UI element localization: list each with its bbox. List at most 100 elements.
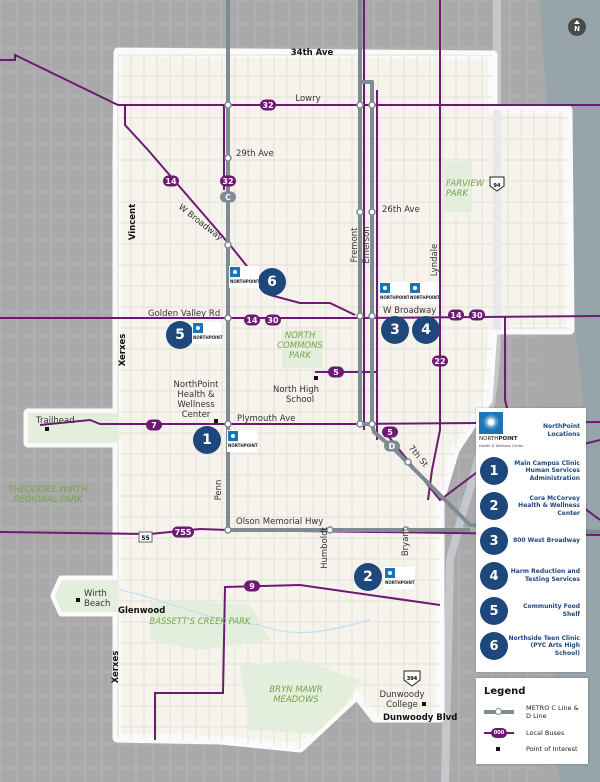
route-badge-label: 32 [222,177,233,186]
park-north-commons [282,330,322,368]
svg-text:THEODORE WIRTH: THEODORE WIRTH [8,485,88,495]
label-trailhead: Trailhead [35,416,75,426]
street-emerson: Emerson [362,226,372,263]
metro-line-icon [482,707,516,717]
route-32-line [0,53,600,106]
interstate-394-shield: 394 [403,670,421,687]
location-marker-3[interactable]: 3 [381,316,409,344]
northpoint-logo: NORTHPOINT [409,282,440,304]
legend: Legend METRO C Line & D Line 000 Local B… [476,678,588,764]
northpoint-logo-icon [479,412,503,434]
street-bryant: Bryant [401,527,411,556]
location-marker-5[interactable]: 5 [166,321,194,349]
route-7-line [39,418,600,426]
northpoint-logo: NORTHPOINT [229,266,260,288]
svg-text:PARK: PARK [446,189,469,199]
svg-text:College: College [386,700,418,710]
svg-text:MEADOWS: MEADOWS [273,695,319,705]
route-badge-label: 32 [262,101,273,110]
svg-text:Beach: Beach [84,599,110,609]
svg-text:Center: Center [182,410,211,420]
route-badge-r30c: 30 [469,309,485,321]
street-lyndale: Lyndale [430,244,440,277]
svg-text:FARVIEW: FARVIEW [446,179,485,189]
northpoint-logo: NORTHPOINT [192,322,223,344]
stations [224,101,412,534]
highway-55-shield: 55 [138,531,153,543]
legend-poi: Point of Interest [482,744,584,754]
svg-text:Health &: Health & [177,390,215,400]
route-badge-label: 14 [246,316,258,325]
svg-text:Dunwoody: Dunwoody [379,690,424,700]
legend-metro: METRO C Line & D Line [482,704,584,720]
street-xerxes-south: Xerxes [111,651,121,684]
route-badge-label: 14 [165,177,177,186]
northpoint-wordmark: NORTHPOINT [479,436,518,442]
points-of-interest [45,376,426,706]
route-badge-label: 5 [387,428,393,437]
locations-title: NorthPoint Locations [543,423,580,438]
street-humboldt: Humboldt [320,526,330,568]
street-golden-valley-rd: Golden Valley Rd [148,309,220,319]
svg-text:94: 94 [494,183,501,189]
route-badge-r5b: 5 [382,426,398,438]
location-marker-4[interactable]: 4 [412,316,440,344]
street-w-broadway: W Broadway [383,306,436,316]
route-badge-r22: 22 [432,355,448,367]
svg-text:PARK: PARK [289,351,312,361]
route-badge-label: C [225,193,231,202]
poi-icon [482,744,516,754]
street-olson-hwy: Olson Memorial Hwy [236,517,323,527]
route-badge-r755: 755 [172,526,194,538]
park-bryn-mawr [240,660,360,735]
route-badge-label: 755 [175,528,192,537]
location-marker-2[interactable]: 2 [354,563,382,591]
label-bassett-creek-park: BASSETT'S CREEK PARK [149,617,252,627]
street-29th-ave: 29th Ave [236,149,274,159]
interstate-94-shield: 94 [489,176,505,192]
svg-text:School: School [286,395,314,405]
legend-bus: 000 Local Buses [482,728,584,738]
bus-line-icon: 000 [482,728,516,738]
street-lowry: Lowry [295,94,320,104]
route-badge-r14a: 14 [163,175,179,187]
route-badge-label: 7 [151,421,157,430]
street-xerxes-north: Xerxes [118,334,128,367]
locations-panel: NORTHPOINT Health & Wellness Center Nort… [476,408,586,672]
legend-title: Legend [484,686,526,697]
street-fremont: Fremont [350,227,360,263]
route-badge-label: 22 [434,357,445,366]
street-plymouth-ave: Plymouth Ave [237,414,295,424]
svg-text:55: 55 [141,535,149,542]
svg-text:Wellness: Wellness [177,400,215,410]
northpoint-logo: NORTHPOINT [384,567,415,589]
street-dunwoody-blvd: Dunwoody Blvd [383,713,457,723]
northpoint-logo: NORTHPOINT [227,430,258,452]
svg-text:Wirth: Wirth [84,589,107,599]
park-wirth-trailhead [28,413,118,443]
svg-text:REGIONAL PARK: REGIONAL PARK [14,495,84,505]
svg-text:394: 394 [407,676,418,682]
route-badge-r7: 7 [146,419,162,431]
northpoint-subtitle: Health & Wellness Center [479,444,524,448]
route-badge-label: 30 [471,311,483,320]
street-26th-ave: 26th Ave [382,205,420,215]
location-marker-1[interactable]: 1 [193,426,221,454]
creek [119,589,371,634]
park-bassett-creek [150,600,270,650]
location-marker-6[interactable]: 6 [258,268,286,296]
route-badge-label: 9 [249,582,255,591]
